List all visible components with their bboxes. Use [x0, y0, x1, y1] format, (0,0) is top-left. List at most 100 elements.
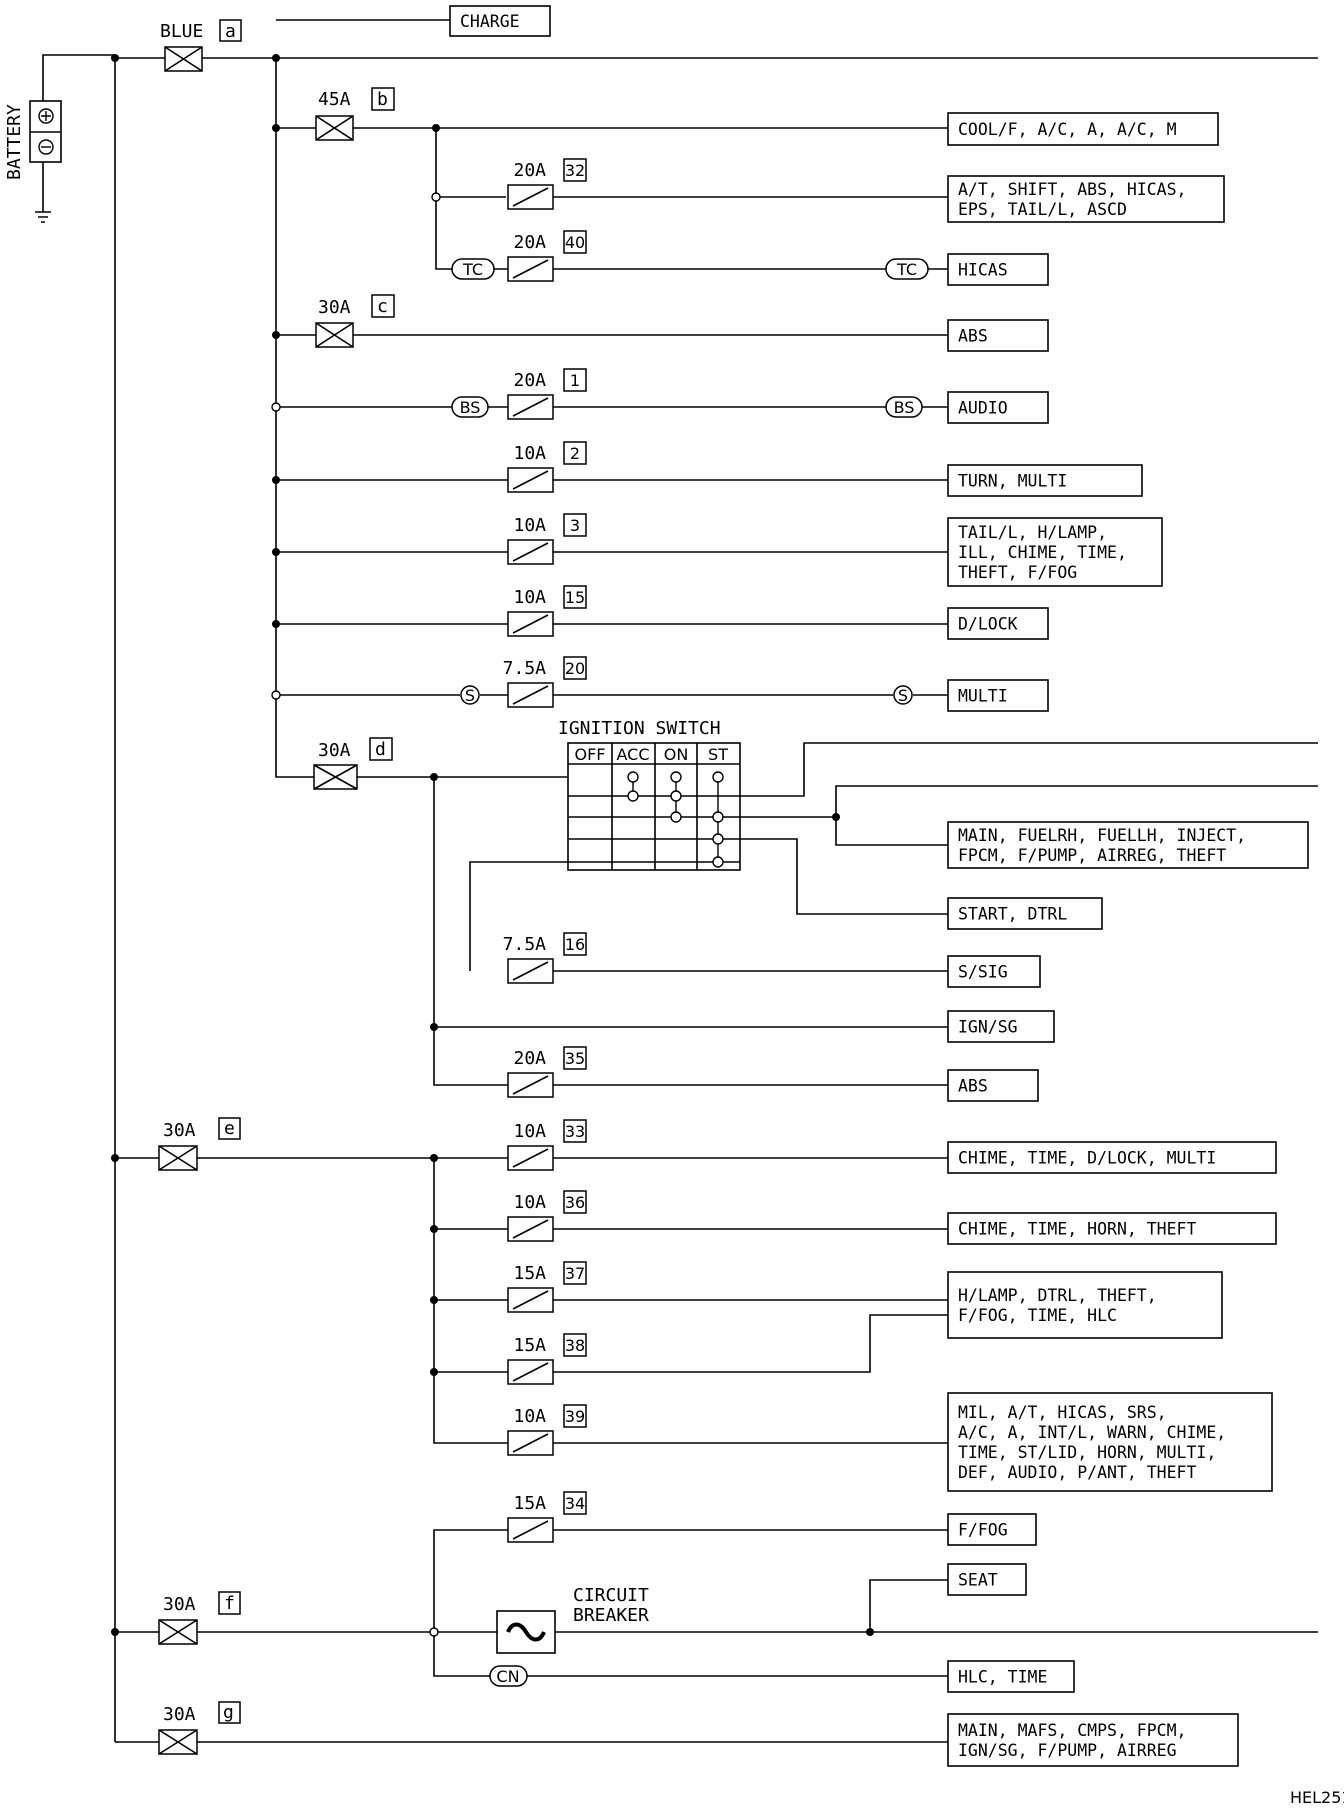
- output-box: [947, 897, 1103, 930]
- output-multi: MULTI: [947, 679, 1049, 712]
- output-tail: TAIL/L, H/LAMP,ILL, CHIME, TIME,THEFT, F…: [947, 517, 1163, 587]
- splice-node: [430, 1154, 438, 1162]
- open-junctions: [271, 192, 441, 1637]
- fuse-number-box: [563, 585, 587, 609]
- output-label-line: THEFT, F/FOG: [958, 563, 1077, 582]
- fusible-link-d: 30A d: [313, 737, 393, 790]
- connector-label: CN: [496, 1667, 519, 1686]
- output-box: [947, 517, 1163, 587]
- output-turn: TURN, MULTI: [947, 464, 1143, 497]
- contact: [670, 790, 682, 802]
- output-box: [947, 1563, 1027, 1596]
- contact: [712, 833, 724, 845]
- output-label-line: HICAS: [958, 261, 1008, 280]
- circuit-breaker-label-1: CIRCUIT: [573, 1585, 649, 1606]
- fusible-link-rating: 30A: [318, 740, 351, 761]
- fusible-link-id: f: [224, 1593, 235, 1614]
- fuse: 15A 34: [507, 1491, 587, 1543]
- output-at-shift: A/T, SHIFT, ABS, HICAS,EPS, TAIL/L, ASCD: [947, 175, 1225, 223]
- output-box: [449, 5, 551, 37]
- connector-tc-left: TC: [451, 258, 495, 280]
- output-label-line: H/LAMP, DTRL, THEFT,: [958, 1286, 1157, 1305]
- connector-bs-left: BS: [451, 396, 489, 418]
- fuse-rating: 20A: [513, 1048, 546, 1069]
- splice-node: [866, 1628, 874, 1636]
- connector-label: S: [898, 686, 908, 705]
- fuse-number: 39: [565, 1407, 585, 1426]
- output-label-line: DEF, AUDIO, P/ANT, THEFT: [958, 1463, 1196, 1482]
- output-hicas: HICAS: [947, 253, 1049, 286]
- connector-label: BS: [894, 398, 915, 417]
- fuse-number-box: [563, 1190, 587, 1214]
- output-label-line: TURN, MULTI: [958, 472, 1067, 491]
- fuse-rating: 20A: [513, 232, 546, 253]
- output-label-line: IGN/SG, F/PUMP, AIRREG: [958, 1741, 1177, 1760]
- fuse-rating: 7.5A: [503, 934, 547, 955]
- connector-label: BS: [460, 398, 481, 417]
- output-box: [947, 1141, 1277, 1174]
- fuse-number-box: [563, 513, 587, 537]
- fuse-number-box: [563, 1333, 587, 1357]
- splice-node: [272, 54, 280, 62]
- contact: [670, 811, 682, 823]
- connector-cn: CN: [489, 1665, 528, 1687]
- output-label-line: F/FOG, TIME, HLC: [958, 1306, 1117, 1325]
- fusible-link-rating: BLUE: [160, 21, 203, 42]
- ignition-position-on: ON: [664, 745, 689, 764]
- battery-negative-icon: [38, 139, 54, 155]
- output-box: [947, 1271, 1223, 1339]
- output-label-line: EPS, TAIL/L, ASCD: [958, 200, 1127, 219]
- output-label-line: SEAT: [958, 1571, 998, 1590]
- splice-node: [272, 124, 280, 132]
- contact: [712, 771, 724, 783]
- output-label-line: MAIN, MAFS, CMPS, FPCM,: [958, 1721, 1186, 1740]
- output-abs2: ABS: [947, 1069, 1039, 1102]
- output-label-line: CHARGE: [460, 12, 520, 31]
- splice-node: [111, 1154, 119, 1162]
- output-mil: MIL, A/T, HICAS, SRS,A/C, A, INT/L, WARN…: [947, 1392, 1273, 1492]
- contact: [712, 811, 724, 823]
- fuse-number-box: [563, 368, 587, 392]
- contact: [670, 771, 682, 783]
- output-box: [947, 464, 1143, 497]
- output-ffog: F/FOG: [947, 1513, 1037, 1546]
- output-box: [947, 955, 1041, 988]
- open-junction: [271, 402, 281, 412]
- fuse-rating: 15A: [513, 1493, 546, 1514]
- output-box: [947, 253, 1049, 286]
- output-label-line: START, DTRL: [958, 905, 1067, 924]
- fuse-number-box: [563, 656, 587, 680]
- fuse-rating: 10A: [513, 443, 546, 464]
- output-box: [947, 607, 1049, 640]
- splice-node: [430, 773, 438, 781]
- fusible-link-b: 45A b: [315, 87, 395, 141]
- contact: [627, 771, 639, 783]
- output-chime1: CHIME, TIME, D/LOCK, MULTI: [947, 1141, 1277, 1174]
- output-label-line: TAIL/L, H/LAMP,: [958, 523, 1107, 542]
- splice-node: [430, 1225, 438, 1233]
- output-box: [947, 1212, 1277, 1245]
- output-ssig: S/SIG: [947, 955, 1041, 988]
- fuse-number-box: [563, 1046, 587, 1070]
- output-label-line: CHIME, TIME, HORN, THEFT: [958, 1220, 1196, 1239]
- output-dlock: D/LOCK: [947, 607, 1049, 640]
- fusible-link-id: e: [224, 1118, 235, 1139]
- fusible-link-id: d: [375, 739, 386, 760]
- fuse-rating: 7.5A: [503, 658, 547, 679]
- fuse-number: 34: [565, 1494, 585, 1513]
- fuse-number: 33: [565, 1122, 585, 1141]
- connector-s-right: S: [893, 685, 913, 705]
- open-junction: [271, 690, 281, 700]
- output-charge: CHARGE: [449, 5, 551, 37]
- output-label-line: COOL/F, A/C, A, A/C, M: [958, 120, 1177, 139]
- output-label-line: ABS: [958, 1077, 988, 1096]
- fusible-link-id: a: [225, 21, 236, 42]
- output-label-line: HLC, TIME: [958, 1668, 1047, 1687]
